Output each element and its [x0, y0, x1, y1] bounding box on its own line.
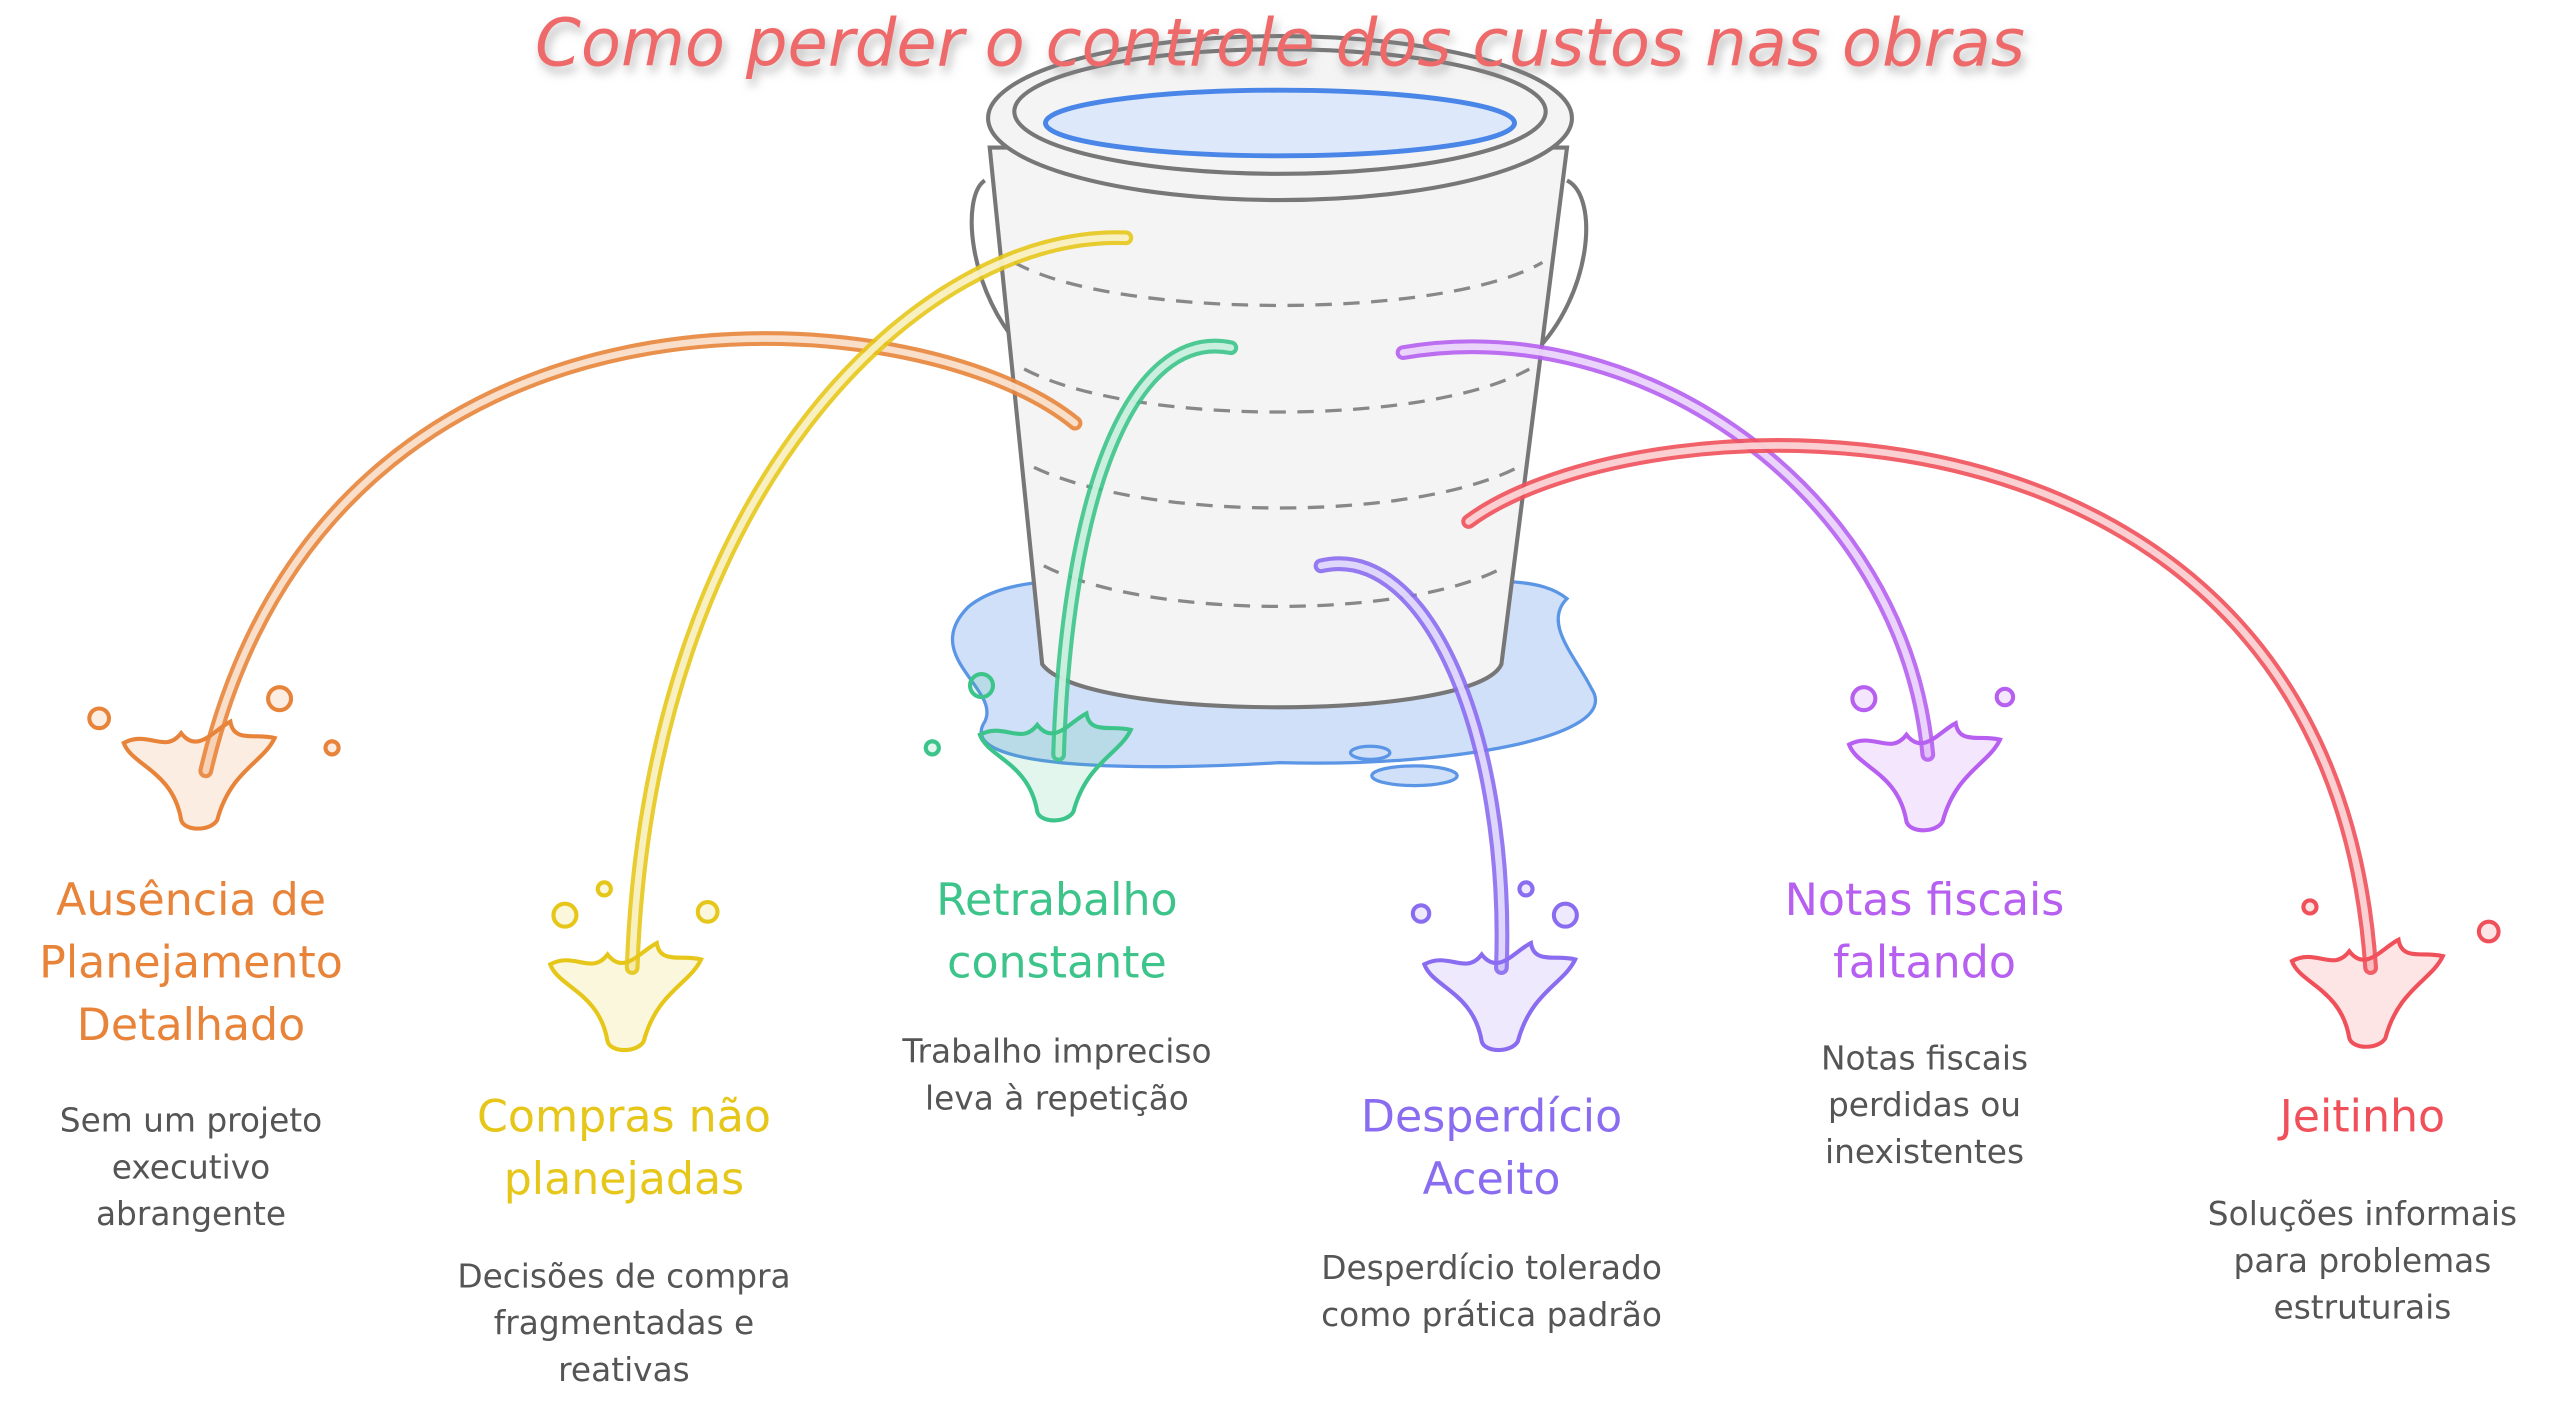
- page-title: Como perder o controle dos custos nas ob…: [535, 6, 2025, 82]
- description-line: executivo: [112, 1148, 270, 1186]
- stream-4: [1313, 556, 1579, 1053]
- description-line: abrangente: [96, 1195, 286, 1233]
- stream-3: [923, 338, 1239, 823]
- heading-line: constante: [947, 937, 1167, 988]
- splash-icon: [1846, 720, 2003, 833]
- droplet-icon: [1994, 686, 2016, 708]
- description-line: Sem um projeto: [60, 1102, 322, 1140]
- stream-2: [547, 230, 1134, 1053]
- cause-description: Sem um projeto executivo abrangente: [60, 1102, 322, 1233]
- heading-line: faltando: [1833, 937, 2016, 988]
- cause-description: Notas fiscais perdidas ou inexistentes: [1821, 1039, 2028, 1170]
- stream-6: [1461, 438, 2501, 1049]
- heading-line: Notas fiscais: [1785, 875, 2065, 926]
- cause-heading: Retrabalho constante: [936, 875, 1177, 988]
- droplet-icon: [323, 739, 341, 757]
- heading-line: Compras não: [477, 1092, 771, 1143]
- description-line: reativas: [558, 1351, 690, 1389]
- droplet-icon: [2301, 898, 2319, 916]
- droplet-icon: [1850, 685, 1878, 713]
- droplet-icon: [923, 739, 941, 757]
- heading-line: Jeitinho: [2277, 1092, 2445, 1143]
- droplet-icon: [1517, 880, 1535, 898]
- description-line: inexistentes: [1825, 1133, 2024, 1171]
- description-line: fragmentadas e: [494, 1304, 754, 1342]
- description-line: para problemas: [2234, 1242, 2492, 1280]
- splash-icon: [977, 710, 1134, 823]
- description-line: Decisões de compra: [457, 1257, 790, 1295]
- description-line: Desperdício tolerado: [1321, 1249, 1662, 1287]
- droplet-icon: [87, 706, 112, 731]
- splash-icon: [121, 718, 278, 831]
- cause-heading: Jeitinho: [2277, 1092, 2445, 1143]
- splash-icon: [1421, 939, 1579, 1053]
- cause-description: Desperdício tolerado como prática padrão: [1321, 1249, 1662, 1334]
- heading-line: Desperdício: [1361, 1092, 1622, 1143]
- description-line: estruturais: [2274, 1289, 2452, 1327]
- cause-description: Soluções informais para problemas estrutur…: [2208, 1195, 2517, 1326]
- droplet-icon: [2476, 919, 2501, 944]
- stream-1: [87, 331, 1083, 831]
- description-line: Trabalho impreciso: [901, 1033, 1211, 1071]
- splash-icon: [2289, 936, 2446, 1049]
- droplet-icon: [1410, 903, 1432, 924]
- droplet-icon: [695, 899, 720, 924]
- droplet-icon: [551, 901, 579, 929]
- heading-line: Planejamento: [39, 937, 343, 988]
- description-line: Soluções informais: [2208, 1195, 2517, 1233]
- heading-line: Ausência de: [56, 875, 326, 926]
- description-line: perdidas ou: [1828, 1086, 2021, 1124]
- description-line: como prática padrão: [1321, 1296, 1662, 1334]
- heading-line: Aceito: [1423, 1154, 1561, 1205]
- droplet-icon: [266, 685, 294, 713]
- cause-description: Trabalho impreciso leva à repetição: [901, 1033, 1211, 1118]
- cause-heading: Compras não planejadas: [477, 1092, 771, 1205]
- splash-icon: [547, 939, 704, 1053]
- heading-line: planejadas: [504, 1154, 745, 1205]
- droplet-icon: [1551, 901, 1579, 929]
- heading-line: Retrabalho: [936, 875, 1177, 926]
- droplet-icon: [595, 880, 613, 898]
- cause-description: Decisões de compra fragmentadas e reativas: [457, 1257, 790, 1388]
- heading-line: Detalhado: [77, 1000, 305, 1051]
- cause-heading: Notas fiscais faltando: [1785, 875, 2065, 988]
- droplet-icon: [967, 672, 996, 700]
- description-line: Notas fiscais: [1821, 1039, 2028, 1077]
- description-line: leva à repetição: [925, 1079, 1189, 1117]
